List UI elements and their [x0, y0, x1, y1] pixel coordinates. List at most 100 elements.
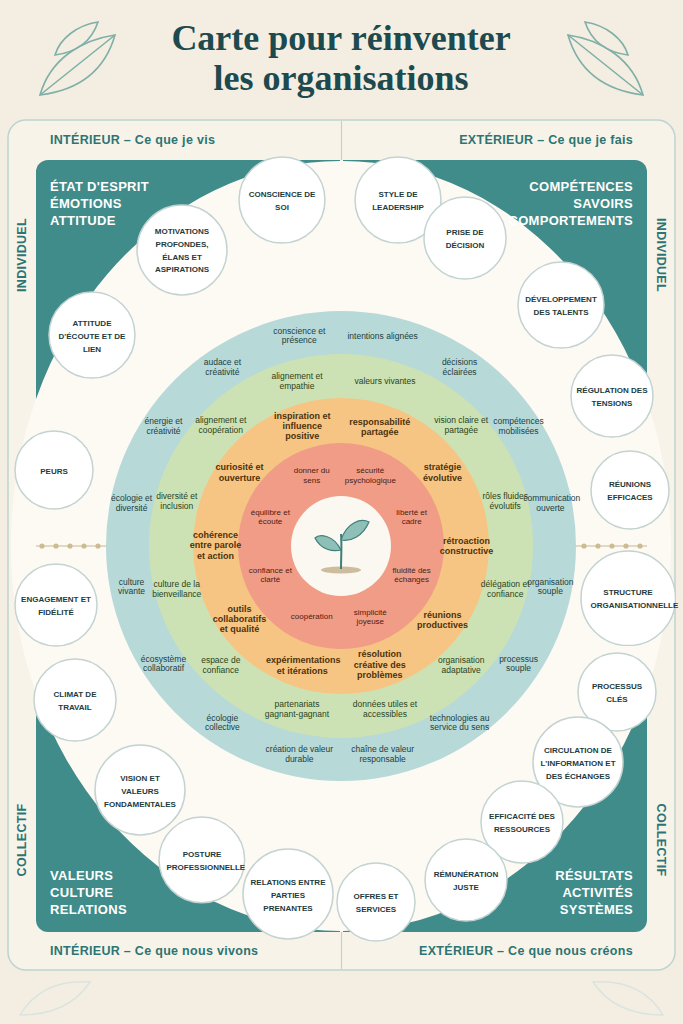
- axis-label: INDIVIDUEL: [15, 218, 29, 292]
- ring-label: communication ouverte: [523, 495, 577, 515]
- leaf: [20, 982, 90, 1015]
- circle-text-group: VISION ET VALEURS FONDAMENTALES: [101, 771, 179, 809]
- circle-text-group: CLIMAT DE TRAVAIL: [40, 687, 111, 713]
- circle-text-group: RÉUNIONS EFFICACES: [596, 477, 664, 503]
- center-circle: [291, 496, 391, 596]
- theme-label: RÉUNIONS EFFICACES: [607, 480, 652, 502]
- shape-outline: [570, 354, 654, 438]
- ring-label: stratégie évolutive: [411, 462, 474, 483]
- ring-label: responsabilité partagée: [344, 416, 416, 437]
- circle-outline: [518, 262, 604, 348]
- quadrant-header: INTÉRIEUR – Ce que je vis: [50, 133, 215, 147]
- ring-band: sécurité psychologique liberté et cadre fl…: [106, 311, 576, 781]
- theme-circle: ENGAGEMENT ET FIDÉLITÉ: [14, 563, 98, 647]
- ring-label: expérimentations et itérations: [266, 655, 338, 676]
- panel-text-group: ÉTAT D'ESPRITÉMOTIONSATTITUDE: [50, 178, 149, 229]
- panel-heading: ATTITUDE: [50, 212, 149, 229]
- panel-heading: SYSTÈMES: [555, 901, 633, 918]
- theme-circle: CLIMAT DE TRAVAIL: [33, 658, 117, 742]
- central-ground: [11, 161, 671, 931]
- circle-text-group: PEURS: [40, 464, 68, 477]
- ring-label: partenariats gagnant-gagnant: [260, 700, 334, 720]
- panel-text-group: COMPÉTENCESSAVOIRSCOMPORTEMENTS: [508, 178, 633, 229]
- shape-outline: [238, 156, 326, 244]
- leaf: [568, 35, 643, 95]
- circle-outline: [337, 863, 415, 941]
- theme-circle: STRUCTURE ORGANISATIONNELLE: [580, 550, 677, 647]
- ring-label: confiance et clarté: [245, 566, 296, 584]
- ring-disk: [238, 443, 444, 649]
- circle-text-group: RÉMUNÉRATION JUSTE: [431, 867, 502, 893]
- theme-circle: POSTURE PROFESSIONNELLE: [158, 816, 246, 904]
- shape-outline: [590, 450, 670, 530]
- ring-disk: [106, 311, 576, 781]
- ring-label: rétroaction constructive: [437, 536, 497, 557]
- seedling-illustration: [238, 443, 444, 649]
- shape-outline: [158, 816, 246, 904]
- ring-label: donner du sens: [284, 466, 339, 484]
- theme-label: EFFICACITÉ DES RESSOURCES: [489, 812, 555, 834]
- ring-label: organisation adaptative: [429, 656, 493, 676]
- theme-label: PEURS: [40, 467, 68, 476]
- circle-outline: [243, 849, 333, 939]
- theme-label: RELATIONS ENTRE PARTIES PRENANTES: [251, 878, 326, 913]
- circle-outline: [159, 817, 245, 903]
- ring-label: alignement et empathie: [260, 372, 334, 392]
- theme-label: RÉGULATION DES TENSIONS: [577, 386, 648, 408]
- circle-text-group: CIRCULATION DE L'INFORMATION ET DES ÉCHA…: [539, 743, 617, 781]
- panel-text-group: VALEURSCULTURERELATIONS: [50, 867, 127, 918]
- ring-label: conscience et présence: [263, 327, 336, 347]
- ring-label: résolution créative des problèmes: [344, 650, 416, 681]
- divider-line: [341, 121, 342, 160]
- ring-disk: [149, 354, 533, 738]
- theme-label: CIRCULATION DE L'INFORMATION ET DES ÉCHA…: [540, 746, 615, 781]
- ring-label: liberté et cadre: [386, 508, 437, 526]
- panel-heading: ÉMOTIONS: [50, 195, 149, 212]
- theme-label: STRUCTURE ORGANISATIONNELLE: [590, 588, 678, 610]
- shape-outline: [336, 862, 416, 942]
- circle-text-group: OFFRES ET SERVICES: [342, 889, 410, 915]
- outer-frame: [8, 120, 675, 970]
- ring-label: curiosité et ouverture: [208, 462, 271, 483]
- circle-outline: [239, 157, 325, 243]
- panel-heading: COMPORTEMENTS: [508, 212, 633, 229]
- circle-text-group: DÉVELOPPEMENT DES TALENTS: [524, 292, 599, 318]
- theme-circle: RÉUNIONS EFFICACES: [590, 450, 670, 530]
- ring-label: sécurité psychologique: [343, 466, 398, 484]
- ring-label: écosystème collaboratif: [134, 655, 192, 675]
- divider-line: [341, 932, 342, 969]
- ring-label: organisation souple: [523, 578, 577, 598]
- ring-label: décisions éclairées: [427, 359, 492, 379]
- circle-text-group: CONSCIENCE DE SOI: [245, 187, 320, 213]
- leaf-vein: [40, 35, 115, 95]
- panel-heading: RÉSULTATS: [555, 867, 633, 884]
- ring-label: fluidité des échanges: [386, 566, 437, 584]
- theme-label: RÉMUNÉRATION JUSTE: [434, 870, 499, 892]
- ring-band: sécurité psychologique liberté et cadre fl…: [149, 354, 533, 738]
- quadrant-header: INTÉRIEUR – Ce que nous vivons: [50, 944, 258, 958]
- circle-text-group: PRISE DE DÉCISION: [430, 225, 501, 251]
- ring-band: sécurité psychologique liberté et cadre fl…: [193, 398, 489, 694]
- ring-label: valeurs vivantes: [348, 377, 422, 387]
- page-title: Carte pour réinventer les organisations: [156, 18, 526, 98]
- circle-outline: [34, 659, 116, 741]
- circle-text-group: POSTURE PROFESSIONNELLE: [166, 847, 237, 873]
- theme-circle: VISION ET VALEURS FONDAMENTALES: [94, 744, 186, 836]
- axis-label: COLLECTIF: [654, 804, 668, 877]
- panel-heading: ACTIVITÉS: [555, 884, 633, 901]
- leaf: [315, 536, 341, 551]
- ring-label: délégation et confiance: [476, 580, 535, 600]
- circle-text-group: RÉGULATION DES TENSIONS: [577, 383, 648, 409]
- ring-label: outils collaboratifs et qualité: [208, 604, 271, 635]
- ring-label: équilibre et écoute: [245, 508, 296, 526]
- circle-outline: [137, 205, 227, 295]
- theme-circle: DÉVELOPPEMENT DES TALENTS: [517, 261, 605, 349]
- theme-circle: OFFRES ET SERVICES: [336, 862, 416, 942]
- ring-label: inspiration et influence positive: [266, 411, 338, 442]
- leaf: [585, 22, 628, 55]
- axis-label: COLLECTIF: [15, 804, 29, 877]
- panel-heading: COMPÉTENCES: [508, 178, 633, 195]
- shape-outline: [517, 261, 605, 349]
- panel-heading: ÉTAT D'ESPRIT: [50, 178, 149, 195]
- circle-outline: [591, 451, 669, 529]
